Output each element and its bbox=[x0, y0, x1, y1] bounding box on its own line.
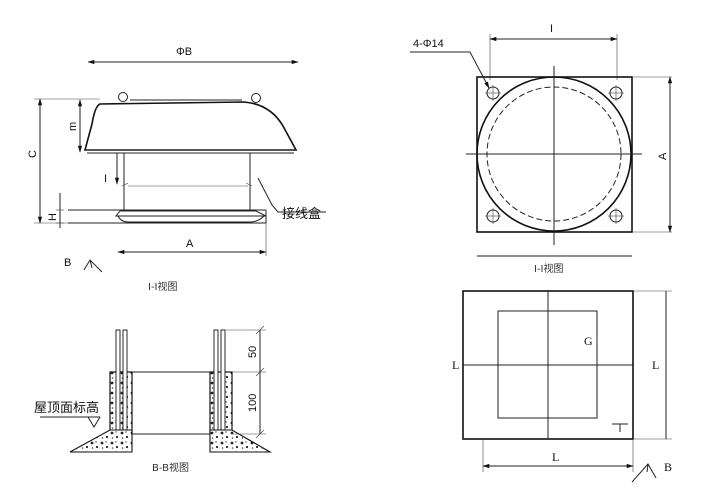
section-label-i: I bbox=[104, 173, 107, 185]
bolt-hole-icon bbox=[485, 208, 501, 224]
bolt-note: 4-Φ14 bbox=[413, 38, 444, 50]
lifting-lug-icon bbox=[251, 93, 261, 103]
l-right-label: L bbox=[652, 358, 659, 372]
dim-100-label: 100 bbox=[247, 394, 259, 412]
base-section-caption: B-B视图 bbox=[152, 461, 189, 474]
section-arrow-b bbox=[83, 259, 103, 273]
elevation-marker-icon bbox=[87, 416, 101, 428]
l-bottom-label: L bbox=[552, 450, 559, 464]
h-label: H bbox=[47, 213, 59, 221]
roof-fill-right bbox=[209, 429, 273, 453]
bolt-hole-icon bbox=[608, 85, 624, 101]
diameter-label: ΦB bbox=[176, 46, 192, 58]
junction-box-label: 接线盒 bbox=[282, 206, 321, 222]
plan-a-label: A bbox=[657, 152, 669, 160]
junction-box-leader bbox=[257, 177, 326, 213]
base-flange bbox=[114, 210, 267, 217]
opening-view: G L L L B bbox=[452, 290, 672, 483]
plan-i-label: I bbox=[550, 23, 553, 35]
g-label: G bbox=[584, 334, 593, 348]
opening-section-label-b: B bbox=[664, 460, 672, 474]
section-label-b: B bbox=[64, 257, 71, 269]
plan-view: I 4-Φ14 A I-I视图 bbox=[410, 23, 673, 275]
base-section-view: 50 100 屋顶面标高 B-B视图 bbox=[34, 325, 273, 474]
opening-section-arrow-b bbox=[631, 463, 657, 483]
bolt-hole-icon bbox=[485, 85, 501, 101]
a-label: A bbox=[186, 238, 194, 250]
fan-hood bbox=[83, 101, 298, 151]
lifting-lug-icon bbox=[118, 92, 128, 102]
roof-fill-left bbox=[69, 429, 133, 453]
elevation-caption: I-I视图 bbox=[148, 280, 178, 293]
dim-50-label: 50 bbox=[247, 346, 259, 358]
bolt-leader bbox=[410, 51, 490, 89]
l-left-label: L bbox=[452, 358, 459, 372]
left-curb bbox=[109, 371, 133, 435]
roof-level-label: 屋顶面标高 bbox=[34, 400, 99, 416]
bolt-hole-icon bbox=[608, 208, 624, 224]
elevation-view: ΦB C m H I bbox=[27, 46, 326, 293]
m-label: m bbox=[67, 122, 79, 131]
plan-caption: I-I视图 bbox=[534, 262, 564, 275]
c-label: C bbox=[27, 150, 39, 158]
